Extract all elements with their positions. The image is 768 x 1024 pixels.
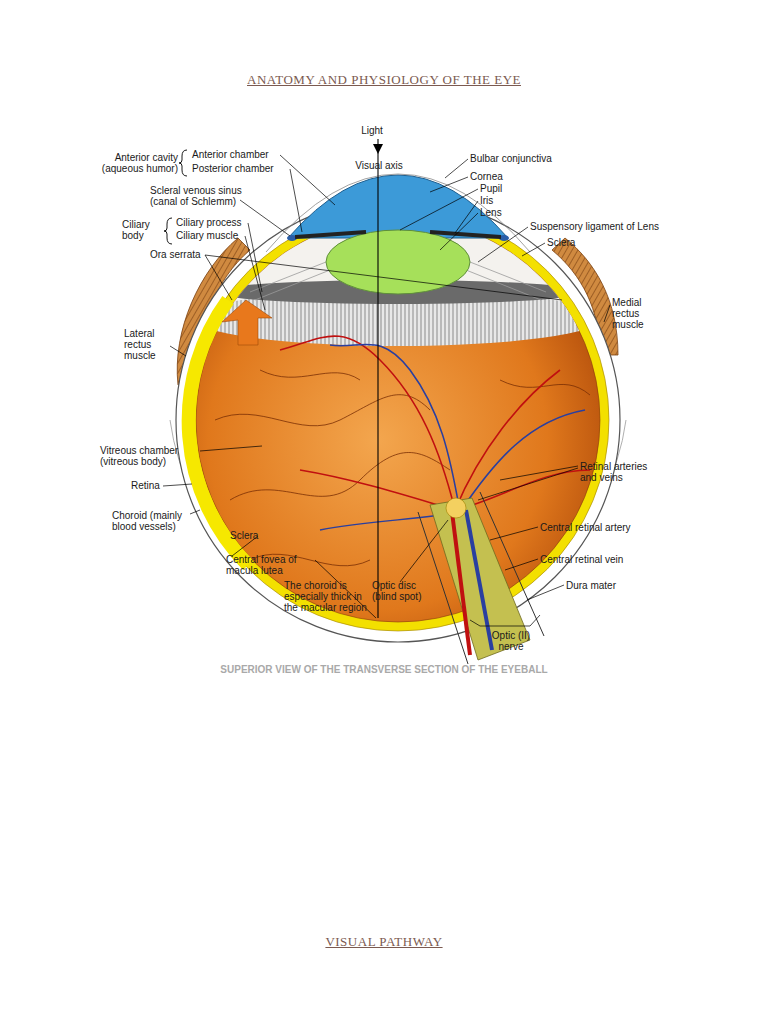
nerve-bracket (470, 615, 540, 626)
retina-layer (187, 209, 609, 631)
leader-line (290, 169, 302, 232)
choroid-vessel (230, 453, 450, 501)
sclera (176, 198, 620, 642)
central-retinal-vein (466, 510, 492, 650)
leader-line (280, 155, 335, 205)
leader-line (522, 243, 545, 256)
section-heading: VISUAL PATHWAY (0, 934, 768, 950)
part-label: Central fovea of macula lutea (226, 554, 326, 576)
part-label: Sclera (547, 237, 597, 248)
suspensory-ligament (255, 270, 330, 300)
iris (295, 232, 366, 237)
figure-caption: SUPERIOR VIEW OF THE TRANSVERSE SECTION … (0, 664, 768, 675)
part-label: Light (352, 125, 392, 136)
part-label: Optic (II) nerve (478, 630, 544, 652)
bracket (164, 218, 172, 244)
leader-line (478, 468, 578, 500)
part-label: Dura mater (566, 580, 646, 591)
leader-line (400, 189, 478, 230)
leader-line (190, 510, 200, 514)
choroid-vessel (215, 395, 430, 426)
part-label: Optic disc (blind spot) (372, 580, 438, 602)
part-label: Retinal arteries and veins (580, 461, 662, 483)
part-label: Bulbar conjunctiva (470, 153, 580, 164)
optic-disc (446, 498, 466, 518)
part-label: Lateral rectus muscle (124, 328, 172, 361)
part-label: Anterior chamber (192, 149, 292, 160)
leader-line (170, 346, 186, 356)
lens (326, 230, 470, 294)
part-label: Ciliary process (176, 217, 266, 228)
part-label: Suspensory ligament of Lens (530, 221, 690, 232)
part-label: Pupil (480, 183, 530, 194)
part-label: Sclera (230, 530, 270, 541)
leader-line (205, 255, 562, 300)
dura-mater (418, 512, 468, 664)
leader-line (240, 200, 290, 236)
ora-serrata-arrow (222, 300, 272, 345)
retinal-vein (460, 410, 585, 512)
cornea (288, 175, 508, 238)
part-label: Posterior chamber (192, 163, 292, 174)
part-label: Retina (131, 480, 171, 491)
dura-mater (480, 492, 544, 636)
leader-line (440, 213, 478, 250)
leader-line (445, 159, 468, 178)
leader-line (527, 585, 564, 600)
retinal-artery (455, 370, 560, 510)
part-label: Central retinal artery (540, 522, 660, 533)
suspensory-ligament (466, 270, 541, 300)
part-label: Anterior cavity (aqueous humor) (90, 152, 178, 174)
leader-line (505, 559, 538, 570)
part-label: Scleral venous sinus (canal of Schlemm) (150, 185, 258, 207)
part-label: Ciliary muscle (176, 230, 266, 241)
part-label: Medial rectus muscle (612, 297, 662, 330)
leader-line (248, 223, 262, 292)
retinal-artery (280, 336, 455, 510)
leader-line (205, 255, 232, 300)
leader-line (245, 236, 265, 310)
part-label: Visual axis (343, 160, 415, 171)
leader-line (430, 177, 468, 192)
leader-line (490, 527, 538, 540)
suspensory-ligament (470, 262, 546, 292)
inner-globe (190, 190, 610, 566)
leader-line (500, 466, 578, 480)
page-title: ANATOMY AND PHYSIOLOGY OF THE EYE (0, 72, 768, 88)
leader-line (163, 484, 192, 486)
leader-line (478, 227, 528, 262)
part-label: Lens (480, 207, 530, 218)
leader-line (400, 520, 448, 582)
iris (430, 232, 501, 237)
leader-line (455, 201, 478, 233)
part-label: The choroid is especially thick in the m… (284, 580, 368, 613)
part-label: Iris (480, 195, 530, 206)
bracket (179, 150, 187, 176)
visual-axis (377, 139, 378, 618)
light-arrowhead (373, 144, 383, 154)
part-label: Ciliary body (122, 219, 164, 241)
part-label: Vitreous chamber (vitreous body) (100, 445, 210, 467)
part-label: Cornea (470, 171, 530, 182)
retinal-vein (330, 344, 460, 512)
central-retinal-artery (452, 512, 470, 655)
part-label: Choroid (mainly blood vessels) (112, 510, 190, 532)
choroid-vessel (260, 370, 360, 380)
part-label: Central retinal vein (540, 554, 650, 565)
leader-line (604, 305, 610, 322)
leader-line (200, 446, 262, 451)
part-label: Ora serrata (150, 249, 220, 260)
